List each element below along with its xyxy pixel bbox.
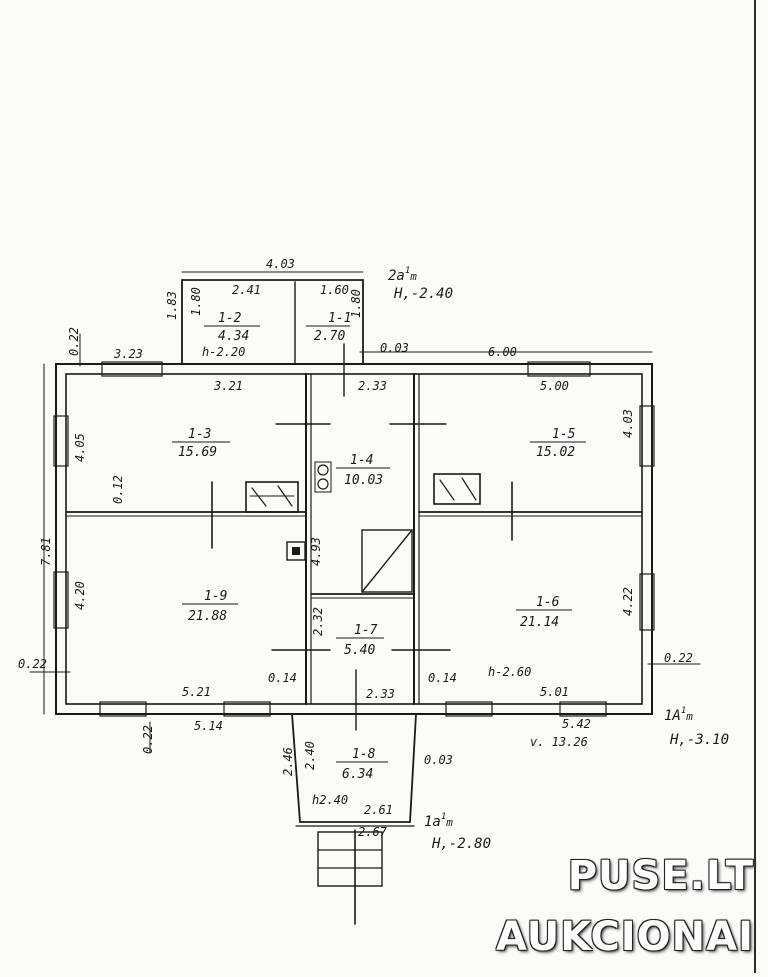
room-area-1-5: 15.02 bbox=[536, 445, 575, 460]
dim-porch-261: 2.61 bbox=[364, 803, 393, 817]
stove-right bbox=[433, 473, 481, 505]
dim-wall-bottom-022: 0.22 bbox=[141, 725, 155, 754]
room-area-1-2: 4.34 bbox=[218, 329, 249, 344]
dim-bottom-514: 5.14 bbox=[194, 719, 223, 733]
room-label-1-1: 1-1 bbox=[328, 311, 351, 326]
note-porch-height: H,-2.80 bbox=[431, 836, 491, 852]
annex-wall bbox=[181, 279, 364, 365]
dim-wall-right-022: 0.22 bbox=[664, 651, 693, 665]
dim-porch-246: 2.46 bbox=[281, 747, 295, 776]
window-right-2 bbox=[639, 573, 655, 631]
dim-annex-h-right: 1.80 bbox=[349, 289, 363, 318]
room-area-1-7: 5.40 bbox=[344, 643, 375, 658]
room-area-1-8: 6.34 bbox=[342, 767, 373, 782]
note-main-height: H,-3.10 bbox=[669, 732, 729, 748]
dim-room13-w: 3.21 bbox=[213, 379, 243, 393]
page-edge-line bbox=[754, 0, 756, 973]
watermark-aukcionai: AUKCIONAI bbox=[496, 914, 754, 960]
dim-porch-h240: h2.40 bbox=[312, 793, 348, 807]
room-area-1-9: 21.88 bbox=[188, 609, 227, 624]
dim-right-403: 4.03 bbox=[621, 409, 635, 438]
note-annex-height: H,-2.40 bbox=[393, 286, 453, 302]
window-right-1 bbox=[639, 405, 655, 467]
room-label-1-4: 1-4 bbox=[350, 453, 373, 468]
note-annex-code: 2a1m bbox=[388, 266, 417, 284]
room-label-1-8: 1-8 bbox=[352, 747, 376, 762]
room-label-1-3: 1-3 bbox=[188, 427, 211, 442]
dim-room16-w: 5.01 bbox=[540, 685, 569, 699]
room-label-1-7: 1-7 bbox=[354, 623, 378, 638]
room-area-1-6: 21.14 bbox=[520, 615, 559, 630]
window-top-right bbox=[527, 361, 591, 377]
dim-room15-w: 5.00 bbox=[540, 379, 569, 393]
sink-circle-2 bbox=[317, 478, 329, 490]
dim-left-total: 7.81 bbox=[39, 537, 53, 566]
sink-circle bbox=[317, 464, 329, 476]
stair-diagonal bbox=[361, 529, 413, 593]
dim-corr-top: 2.33 bbox=[358, 379, 387, 393]
window-top-left bbox=[101, 361, 163, 377]
outer-wall bbox=[55, 363, 653, 715]
room-area-1-4: 10.03 bbox=[344, 473, 383, 488]
dim-room19-w: 5.21 bbox=[182, 685, 211, 699]
porch-wall bbox=[291, 713, 417, 823]
dim-left-405: 4.05 bbox=[73, 433, 87, 462]
dim-annex-height: h-2.20 bbox=[202, 345, 245, 359]
dim-annex-h-mid: 1.80 bbox=[189, 287, 203, 316]
dim-wall-014-left: 0.14 bbox=[268, 671, 297, 685]
dim-volume: v. 13.26 bbox=[530, 735, 588, 749]
stair bbox=[361, 529, 413, 593]
dim-porch-003: 0.03 bbox=[424, 753, 453, 767]
dim-top-600: 6.00 bbox=[488, 345, 517, 359]
porch-steps bbox=[317, 831, 383, 887]
dim-room17-h: 2.32 bbox=[311, 607, 325, 636]
room-label-1-5: 1-5 bbox=[552, 427, 576, 442]
stove-left bbox=[245, 481, 299, 513]
window-bottom-1 bbox=[99, 701, 147, 717]
dim-height-260: h-2.60 bbox=[488, 665, 531, 679]
chimney-box bbox=[286, 541, 306, 561]
room-area-1-1: 2.70 bbox=[314, 329, 345, 344]
dim-wall-left-022: 0.22 bbox=[18, 657, 47, 671]
dim-left-420: 4.20 bbox=[73, 581, 87, 610]
dim-annex-left: 2.41 bbox=[232, 283, 261, 297]
dim-corr-h: 4.93 bbox=[309, 537, 323, 566]
dim-wall-014-right: 0.14 bbox=[428, 671, 457, 685]
window-left-1 bbox=[53, 415, 69, 467]
dim-corr-bottom: 2.33 bbox=[366, 687, 395, 701]
dim-bottom-542: 5.42 bbox=[562, 717, 591, 731]
dim-wall-012: 0.12 bbox=[111, 475, 125, 504]
dim-annex-h-left: 1.83 bbox=[165, 291, 179, 320]
watermark-puse: PUSE.LT bbox=[567, 853, 754, 899]
window-bottom-2 bbox=[223, 701, 271, 717]
note-main-code: 1A1m bbox=[664, 706, 693, 724]
dim-annex-width: 4.03 bbox=[266, 257, 295, 271]
dim-top-003: 0.03 bbox=[380, 341, 409, 355]
dim-window-top-left: 3.23 bbox=[113, 347, 143, 361]
room-label-1-6: 1-6 bbox=[536, 595, 560, 610]
room-label-1-2: 1-2 bbox=[218, 311, 242, 326]
dim-annex-right: 1.60 bbox=[320, 283, 349, 297]
note-porch-code: 1a1m bbox=[424, 812, 453, 830]
dim-right-422: 4.22 bbox=[621, 587, 635, 616]
dim-wall-top: 0.22 bbox=[67, 327, 81, 356]
dim-porch-240: 2.40 bbox=[303, 741, 317, 770]
room-label-1-9: 1-9 bbox=[204, 589, 227, 604]
dim-porch-267: 2.67 bbox=[358, 825, 388, 839]
window-left-2 bbox=[53, 571, 69, 629]
room-area-1-3: 15.69 bbox=[178, 445, 217, 460]
window-bottom-4 bbox=[559, 701, 607, 717]
window-bottom-3 bbox=[445, 701, 493, 717]
inner-wall-line bbox=[65, 373, 643, 705]
